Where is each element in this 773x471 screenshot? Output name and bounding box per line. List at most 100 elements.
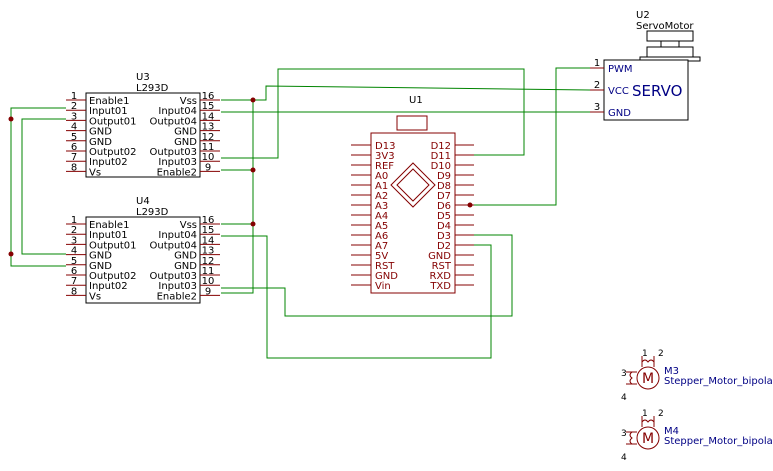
u3-pin-name: Enable2	[157, 167, 197, 178]
u3-pin-name: Enable1	[89, 96, 129, 107]
servo-horn-icon	[639, 30, 701, 62]
u1-pin-name: A1	[375, 181, 388, 192]
u2-pin-number: 1	[594, 58, 600, 69]
u4-body	[85, 216, 201, 304]
u4-pin-number: 15	[202, 225, 215, 236]
u2-body	[603, 59, 689, 121]
u3-pin-number: 2	[71, 101, 77, 112]
u1-pin-name: REF	[375, 161, 394, 172]
junction-dot	[467, 202, 473, 208]
u2-body-label: SERVO	[632, 82, 682, 100]
wire-u4-input03-to-d3	[221, 234, 513, 317]
u4-pin-number: 3	[71, 235, 77, 246]
u4-pin-number: 8	[71, 286, 77, 297]
m3-left-coil-icon	[626, 371, 637, 385]
u1-pins: D133V3REFA0A1A2A3A4A5A6A75VRSTGNDVinD12D…	[351, 141, 474, 292]
u3-pin-name: Vs	[89, 167, 101, 178]
u4-pin-number: 13	[202, 246, 215, 257]
u3-pin-name: GND	[174, 127, 197, 138]
u3-pin-name: Output02	[89, 147, 136, 158]
u4-pin-name: Output04	[150, 240, 197, 251]
u4-pin-name: GND	[89, 251, 112, 262]
u1-usb-connector	[396, 115, 428, 131]
u3-pin-number: 5	[71, 132, 77, 143]
m3-pin-number: 3	[621, 369, 627, 379]
u4-pin-number: 9	[205, 286, 211, 297]
u4-pin-number: 7	[71, 276, 77, 287]
u3-pin-name: GND	[174, 137, 197, 148]
wires	[10, 67, 591, 359]
junctions	[8, 97, 473, 257]
u1-pin-name: D7	[437, 191, 451, 202]
u1-pin-name: D4	[437, 221, 451, 232]
m4-reference: M4	[664, 426, 679, 437]
u1-pin-name: A0	[375, 171, 388, 182]
u1-pin-name: GND	[428, 251, 451, 262]
m3-top-coil-icon	[641, 356, 655, 367]
wire-vss-enable-bus	[221, 99, 254, 294]
u4-pin-name: Input02	[89, 281, 128, 292]
u2-pin-name: PWM	[608, 64, 633, 75]
u1-pin-name: A6	[375, 231, 388, 242]
u3-pin-number: 12	[202, 132, 215, 143]
m4-value: Stepper_Motor_bipolar	[664, 436, 773, 447]
u1-reference: U1	[409, 95, 423, 106]
u3-pin-name: GND	[89, 127, 112, 138]
junction-dot	[250, 221, 256, 227]
u4-value: L293D	[136, 207, 169, 218]
u1-pin-name: D5	[437, 211, 451, 222]
u4-reference: U4	[136, 196, 150, 207]
u4-pin-name: GND	[89, 261, 112, 272]
m3-pin-number: 4	[621, 393, 627, 403]
u3-pin-name: Vss	[180, 96, 197, 107]
u4-pin-name: Vss	[180, 220, 197, 231]
u3-pin-number: 11	[202, 142, 215, 153]
u4-pin-name: Vs	[89, 291, 101, 302]
junction-dot	[250, 97, 256, 103]
u3-pin-name: Input04	[158, 106, 197, 117]
u3-pin-number: 14	[202, 111, 215, 122]
junction-dot	[8, 251, 14, 257]
u1-pin-name: GND	[375, 271, 398, 282]
u3-pin-name: Output01	[89, 116, 136, 127]
u4-pin-name: GND	[174, 251, 197, 262]
wire-u3-input03-to-d11	[221, 68, 525, 159]
u3-pin-name: Output03	[150, 147, 197, 158]
u3-reference: U3	[136, 72, 150, 83]
u4-pin-number: 6	[71, 266, 77, 277]
wire-u3-vss-to-servo-vcc	[253, 85, 591, 101]
u1-pin-name: A5	[375, 221, 388, 232]
u1-pin-name: RXD	[430, 271, 452, 282]
u1-pin-name: D12	[431, 141, 451, 152]
u4-pin-name: Output02	[89, 271, 136, 282]
m4-pin-number: 4	[621, 453, 627, 463]
u1-pin-name: D8	[437, 181, 451, 192]
u1-pin-name: D9	[437, 171, 451, 182]
u1-pin-name: D3	[437, 231, 451, 242]
u3-pin-number: 10	[202, 152, 215, 163]
u1-pin-name: D10	[431, 161, 451, 172]
u1-pin-name: TXD	[429, 281, 451, 292]
u3-pin-name: GND	[89, 137, 112, 148]
m4-left-coil-icon	[626, 431, 637, 445]
u3-pin-number: 15	[202, 101, 215, 112]
u4-pin-name: Output03	[150, 271, 197, 282]
u4-pin-number: 10	[202, 276, 215, 287]
u1-pin-name: A2	[375, 191, 388, 202]
u3-pin-name: Input01	[89, 106, 128, 117]
u4-pin-number: 4	[71, 246, 77, 257]
u4-pin-number: 12	[202, 256, 215, 267]
u2-pin-name: GND	[608, 108, 631, 119]
m4-top-coil-icon	[641, 416, 655, 427]
u1-pin-name: A4	[375, 211, 388, 222]
m3-reference: M3	[664, 366, 679, 377]
m3-motor-body-icon	[636, 366, 660, 390]
u1-pin-name: RST	[375, 261, 395, 272]
u4-pin-number: 14	[202, 235, 215, 246]
